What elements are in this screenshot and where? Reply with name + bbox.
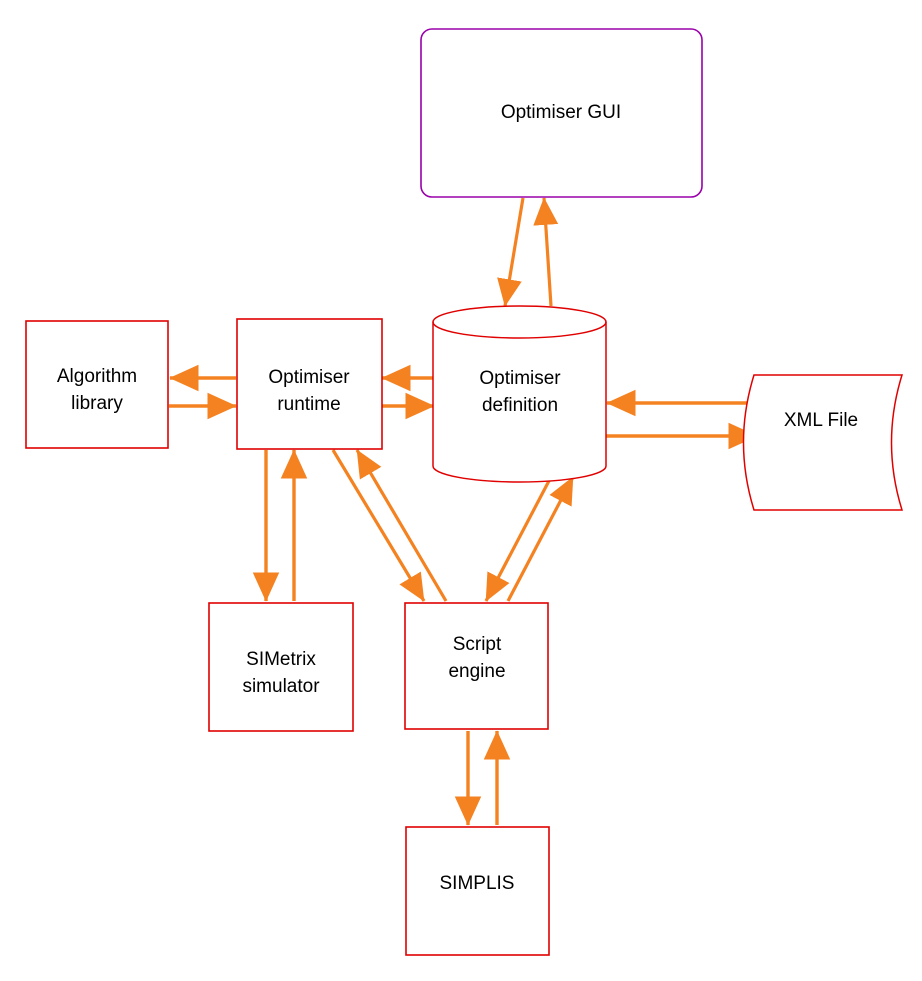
algorithm-library-shape[interactable] <box>25 320 169 449</box>
optimiser-definition-cylinder-top-ellipse <box>432 321 607 339</box>
optimiser-runtime-label-line2: runtime <box>277 394 340 415</box>
node-xml-file[interactable]: XML File <box>742 374 904 511</box>
edge-definition-to-gui <box>533 197 559 307</box>
simplis-shape[interactable] <box>405 826 550 956</box>
optimiser-runtime-label-line1: Optimiser <box>268 367 350 388</box>
optimiser-definition-label-line2: definition <box>482 395 558 416</box>
node-optimiser-runtime[interactable]: Optimiser runtime <box>236 318 383 450</box>
node-simplis[interactable]: SIMPLIS <box>405 826 550 956</box>
optimiser-gui-label: Optimiser GUI <box>501 102 621 123</box>
node-simetrix-simulator[interactable]: SIMetrix simulator <box>208 602 354 732</box>
script-engine-label-line1: Script <box>453 634 502 655</box>
edge-definition-to-script <box>484 476 553 602</box>
optimiser-definition-cylinder-body[interactable] <box>432 305 607 483</box>
script-engine-label-line2: engine <box>448 661 505 682</box>
optimiser-gui-shape[interactable] <box>420 28 703 198</box>
simetrix-simulator-label-line2: simulator <box>242 676 320 697</box>
algorithm-library-label-line1: Algorithm <box>57 366 137 387</box>
simplis-label: SIMPLIS <box>440 873 515 894</box>
xml-file-label: XML File <box>784 410 858 431</box>
edge-gui-to-definition <box>497 197 525 307</box>
optimiser-definition-label-line1: Optimiser <box>479 368 561 389</box>
node-optimiser-gui[interactable]: Optimiser GUI <box>420 28 703 198</box>
edge-script-to-definition <box>506 476 575 602</box>
optimiser-runtime-shape[interactable] <box>236 318 383 450</box>
node-script-engine[interactable]: Script engine <box>404 602 549 730</box>
node-optimiser-definition[interactable]: Optimiser definition <box>432 305 607 483</box>
edge-script-to-runtime <box>355 449 448 602</box>
algorithm-library-label-line2: library <box>71 393 123 414</box>
script-engine-shape[interactable] <box>404 602 549 730</box>
simetrix-simulator-shape[interactable] <box>208 602 354 732</box>
edge-runtime-to-script <box>331 449 426 602</box>
node-algorithm-library[interactable]: Algorithm library <box>25 320 169 449</box>
xml-file-shape[interactable] <box>742 374 904 511</box>
simetrix-simulator-label-line1: SIMetrix <box>246 649 316 670</box>
